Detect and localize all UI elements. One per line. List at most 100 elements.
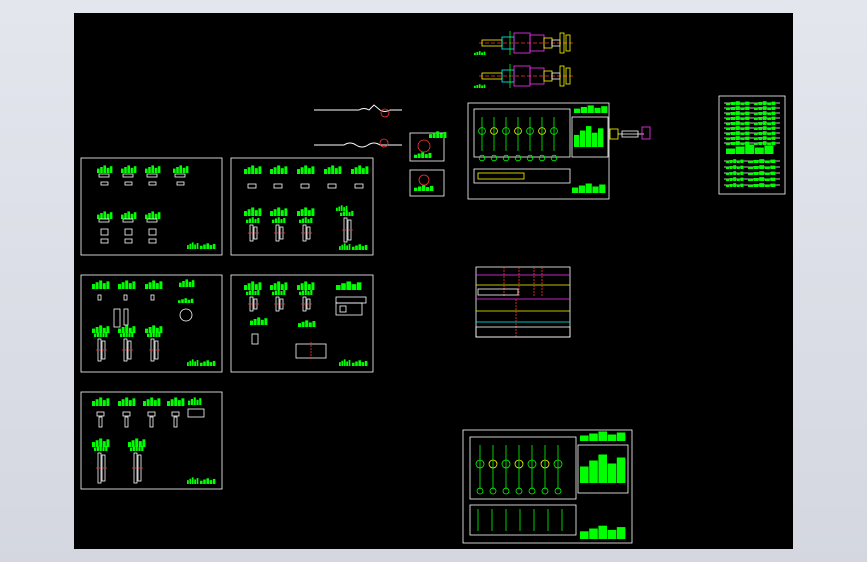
dimension-text-glyph [767,122,771,125]
dimension-text-glyph [730,132,735,135]
part-outline [327,183,337,189]
dimension-text-glyph [311,166,315,174]
dimension-text-glyph [758,137,763,140]
dimension-text-glyph [307,219,310,223]
dimension-text-glyph [616,527,626,539]
dimension-text-glyph [148,282,152,289]
part-sketch [299,217,313,242]
dimension-text-glyph [426,187,430,191]
part-label [324,165,342,174]
parts-list-cell [726,136,750,140]
dimension-text-glyph [125,280,129,289]
dimension-text-glyph [754,142,758,145]
dimension-text-glyph [342,211,345,216]
dimension-text-glyph [598,431,607,441]
dimension-text-glyph [336,207,338,211]
dimension-text-glyph [199,398,202,405]
dimension-text-glyph [726,102,731,105]
dimension-text-glyph [248,290,251,295]
dimension-text-glyph [758,132,763,135]
dimension-text-glyph [121,399,125,406]
part-label [118,325,136,333]
shaft-elevation-lower [474,64,574,88]
dimension-text-glyph [182,281,185,287]
dimension-text-glyph [356,282,362,290]
dimension-text-glyph [730,102,735,105]
shaft-flange [559,32,565,54]
dimension-text-glyph [200,480,203,484]
assembly-title [580,431,626,441]
dimension-text-glyph [92,328,95,333]
dimension-text-glyph [181,299,184,303]
section-frame [475,266,571,338]
dimension-text-glyph [95,282,99,289]
dimension-text-glyph [589,433,598,441]
dimension-text-glyph [298,323,301,327]
dimension-text-glyph [339,246,341,250]
dimension-text-glyph [185,166,189,173]
dimension-text-glyph [106,439,110,447]
dimension-text-glyph [733,159,737,163]
dimension-text-glyph [580,435,589,441]
drawing-details [314,31,786,544]
dimension-text-glyph [352,362,355,366]
part-sketch [246,217,260,242]
dimension-text-glyph [142,439,146,447]
cad-drawing-svg [80,31,786,544]
dimension-text-glyph [733,171,737,175]
dimension-text-glyph [133,212,137,219]
bolt-hole [550,154,558,162]
dimension-text-glyph [264,318,268,325]
dimension-text-glyph [248,218,251,223]
dimension-text-glyph [745,131,750,135]
part-outline [176,181,185,186]
dimension-text-glyph [762,121,767,125]
dimension-text-glyph [759,171,765,175]
dimension-text-glyph [133,166,137,173]
dimension-text-glyph [345,210,348,216]
part-outline [96,411,105,417]
dimension-text-glyph [753,160,759,163]
dimension-text-glyph [764,166,770,169]
parts-list-cell [748,159,776,163]
dimension-text-glyph [729,166,733,169]
dimension-text-glyph [284,282,288,290]
dimension-text-glyph [274,218,277,223]
dimension-text-glyph [483,84,486,88]
dimension-text-glyph [436,131,440,138]
dimension-text-glyph [585,183,592,193]
dimension-text-glyph [754,107,758,110]
dimension-text-glyph [770,183,776,187]
dimension-text-glyph [762,141,767,145]
dimension-text-glyph [754,102,758,105]
dimension-text-glyph [131,440,135,447]
assembly-notes [580,454,626,483]
dimension-text-glyph [740,127,745,130]
dimension-text-glyph [135,438,139,447]
dimension-text-glyph [740,137,745,140]
dimension-text-glyph [257,289,260,295]
dimension-text-glyph [251,281,255,290]
part-outline [335,302,363,316]
parts-list-cell [726,116,750,120]
dimension-text-glyph [361,168,365,174]
part-outline [100,228,109,236]
dimension-text-glyph [154,167,158,173]
cable-profile-lower [314,142,402,148]
dimension-text-glyph [729,160,733,163]
dimension-text-glyph [748,172,753,175]
dimension-text-glyph [311,282,315,290]
title-block [339,359,368,366]
dimension-text-glyph [106,213,110,219]
dimension-text-glyph [736,184,740,187]
dimension-text-glyph [274,290,277,295]
dimension-text-glyph [758,127,763,130]
cad-drawing-canvas[interactable] [74,13,793,549]
dimension-text-glyph [188,281,192,287]
dimension-text-glyph [155,333,158,337]
dimension-text-glyph [191,280,195,287]
dimension-text-glyph [145,168,148,173]
sheet-border [230,157,374,256]
dimension-text-glyph [351,284,357,290]
part-outline [150,294,155,301]
